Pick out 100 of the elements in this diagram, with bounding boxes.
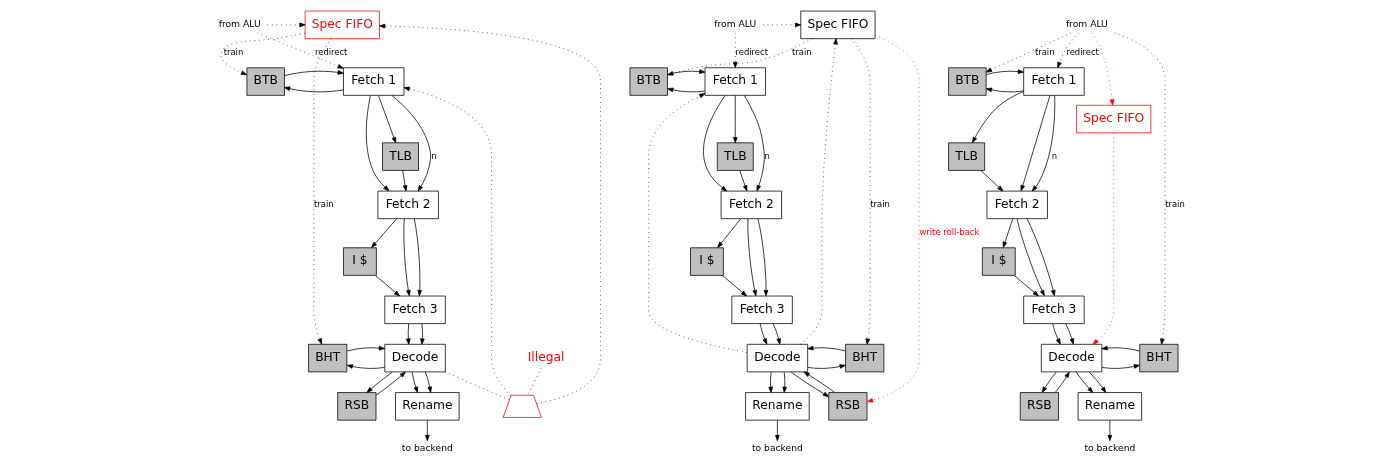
node-box: Fetch 1	[1022, 67, 1085, 96]
edge-label: train	[869, 199, 890, 210]
arrow	[1002, 218, 1013, 248]
arrow	[375, 371, 406, 396]
node-box: TLB	[716, 142, 754, 171]
node-box: TLB	[381, 142, 419, 171]
arrow	[1088, 371, 1106, 393]
arrow	[1051, 323, 1061, 345]
node-box: I $	[689, 247, 724, 276]
node-box: BTB	[246, 67, 285, 96]
node-text: from ALU	[713, 18, 756, 30]
arrow	[283, 86, 344, 93]
arrow	[1091, 32, 1114, 106]
node-box: Decode	[746, 343, 808, 373]
node-box: BTB	[947, 67, 987, 96]
arrow	[666, 87, 705, 93]
arrow	[746, 218, 757, 297]
arrow	[767, 371, 773, 393]
node-box: Decode	[1040, 343, 1102, 373]
arrow	[716, 218, 741, 248]
arrow	[220, 32, 305, 76]
edge-label: train	[791, 47, 812, 58]
arrow	[1101, 364, 1140, 369]
arrow	[283, 70, 344, 76]
node-box: Rename	[394, 392, 459, 421]
node-text: to backend	[1083, 442, 1135, 454]
arrow	[1054, 371, 1070, 393]
arrow	[647, 93, 747, 353]
arrow	[849, 38, 870, 345]
arrow	[806, 345, 846, 352]
arrow	[419, 323, 425, 345]
node-box: I $	[981, 247, 1016, 276]
arrow	[759, 323, 767, 345]
arrow	[366, 371, 393, 393]
arrow	[1107, 419, 1112, 442]
edge-label: redirect	[1065, 47, 1099, 58]
arrow	[702, 95, 727, 192]
node-text: to backend	[751, 442, 803, 454]
arrow	[424, 371, 432, 393]
arrow	[313, 38, 331, 345]
arrow	[732, 32, 738, 68]
arrow	[1113, 32, 1165, 345]
arrow	[806, 364, 846, 369]
arrow	[370, 218, 397, 248]
arrow	[790, 371, 829, 397]
arrow	[374, 275, 400, 297]
arrow	[1026, 218, 1055, 297]
arrow	[1064, 323, 1074, 345]
node-trapezoid	[502, 394, 542, 418]
arrow	[971, 91, 1024, 144]
arrow	[774, 419, 780, 442]
arrow	[1031, 95, 1055, 192]
node-box: BHT	[844, 343, 884, 373]
arrow	[799, 38, 838, 345]
edge-label: train	[1034, 47, 1055, 58]
arrow	[803, 371, 835, 393]
arrow	[985, 69, 1024, 75]
edge-label: n	[763, 150, 770, 161]
connector	[444, 371, 510, 401]
arrow	[985, 32, 1071, 73]
arrow	[403, 86, 511, 397]
edge-label: train	[1164, 199, 1185, 210]
arrow	[866, 35, 919, 403]
node-box: Fetch 1	[342, 67, 404, 96]
edge-label: n	[1051, 150, 1057, 161]
arrow	[1092, 132, 1114, 345]
node-box: Fetch 1	[704, 67, 766, 96]
node-box: Rename	[1077, 392, 1142, 421]
arrow	[346, 364, 385, 369]
arrow	[1041, 371, 1057, 393]
arrow	[762, 22, 801, 28]
edge-label: n	[430, 150, 436, 161]
edge-label: train	[223, 47, 243, 58]
node-box: TLB	[947, 142, 985, 171]
node-box: Fetch 3	[730, 295, 793, 324]
arrow	[980, 170, 1003, 192]
node-box: BHT	[307, 343, 347, 373]
arrow	[424, 419, 430, 442]
node-box: Fetch 3	[383, 295, 446, 324]
node-box: RSB	[827, 392, 867, 421]
edge-label: write roll-back	[918, 227, 979, 238]
arrow	[405, 323, 411, 345]
node-box: Fetch 2	[377, 190, 439, 220]
node-text: from ALU	[218, 18, 261, 30]
arrow	[772, 323, 781, 345]
arrow	[1075, 371, 1093, 393]
arrow	[743, 95, 765, 192]
edge-label: redirect	[735, 47, 768, 58]
arrow	[732, 95, 738, 144]
arrow	[346, 345, 385, 352]
node-box: Fetch 2	[986, 190, 1048, 220]
node-box: Rename	[744, 392, 810, 421]
node-text: to backend	[401, 442, 453, 454]
arrow	[377, 95, 396, 144]
arrow	[666, 69, 705, 75]
arrow	[378, 23, 601, 404]
arrow	[266, 22, 305, 28]
node-box: Spec FIFO	[799, 10, 875, 40]
arrow	[781, 371, 787, 393]
node-box: RSB	[1019, 392, 1059, 421]
